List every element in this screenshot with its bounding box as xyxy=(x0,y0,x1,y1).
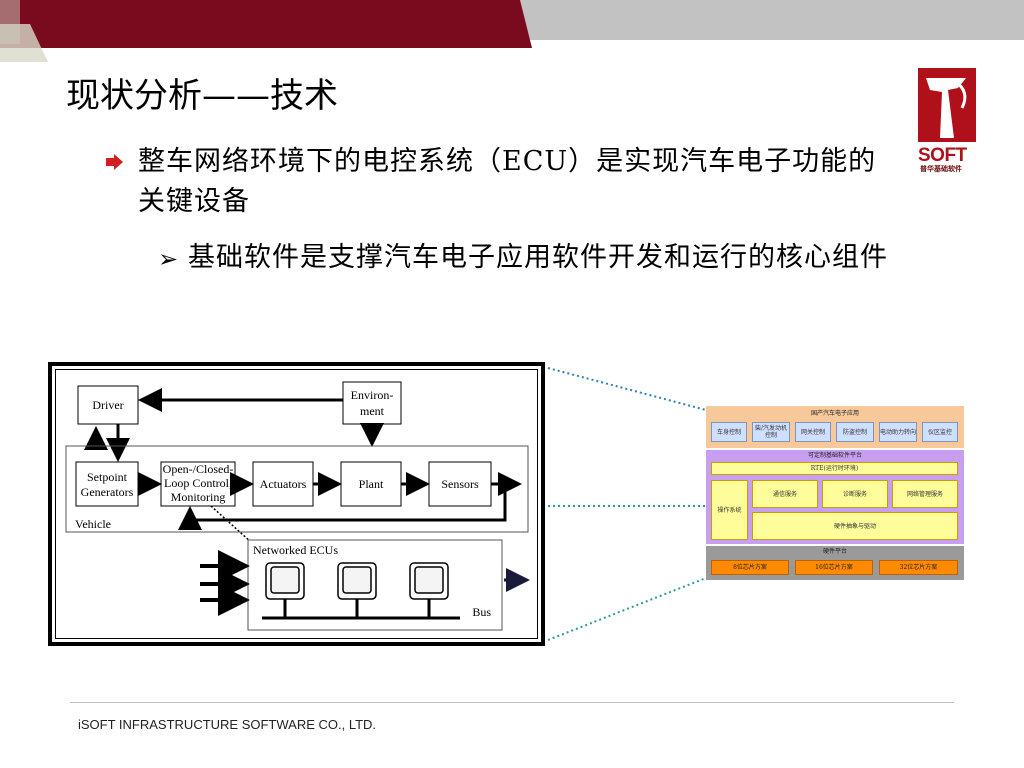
app-antitheft-control: 防盗控制 xyxy=(836,422,874,442)
bullet-level1: 整车网络环境下的电控系统（ECU）是实现汽车电子功能的关键设备 xyxy=(138,146,877,217)
control-box xyxy=(160,461,236,507)
netmgmt-service-box: 网络管理服务 xyxy=(892,480,958,508)
page-title: 现状分析——技术 xyxy=(66,76,338,116)
os-box: 操作系统 xyxy=(711,480,748,540)
app-layer-title: 国产汽车电子应用 xyxy=(810,410,859,417)
svg-text:Setpoint: Setpoint xyxy=(87,470,128,484)
app-eps: 电动助力转向 xyxy=(879,422,917,442)
svg-text:Plant: Plant xyxy=(359,477,384,491)
hardware-layer-title: 硬件平台 xyxy=(822,548,847,555)
bullet-chevron-icon: ➢ xyxy=(158,245,179,273)
chip-32bit: 32位芯片方案 xyxy=(879,560,958,575)
ecu-diagram-inner xyxy=(55,369,538,639)
app-gateway-control: 网关控制 xyxy=(795,422,831,442)
bullet-level2: 基础软件是支撑汽车电子应用软件开发和运行的核心组件 xyxy=(188,242,888,273)
logo-subtitle: 普华基础软件 xyxy=(920,165,962,173)
chip-8bit: 8位芯片方案 xyxy=(711,560,789,575)
hal-box: 硬件抽象与驱动 xyxy=(752,512,958,540)
rte-box: RTE(运行时环境) xyxy=(711,462,958,475)
ecu-icons xyxy=(265,562,449,600)
sensors-box xyxy=(428,461,492,507)
driver-box xyxy=(77,385,139,425)
vehicle-label: Vehicle xyxy=(75,517,111,531)
svg-text:Actuators: Actuators xyxy=(260,477,307,491)
connector-top xyxy=(547,367,707,411)
svg-text:Generators: Generators xyxy=(81,485,134,499)
header-decoration xyxy=(0,0,532,62)
app-body-control: 车身控制 xyxy=(711,422,747,442)
chip-16bit: 16位芯片方案 xyxy=(795,560,873,575)
environment-label-1: Environ- xyxy=(351,388,394,402)
diag-service-box: 诊断服务 xyxy=(822,480,888,508)
platform-layer-title: 可定制基础软件平台 xyxy=(807,452,862,459)
bullet-arrow-icon xyxy=(106,154,123,170)
bus-label: Bus xyxy=(472,605,491,619)
svg-text:Monitoring: Monitoring xyxy=(171,490,226,504)
logo-text: SOFT xyxy=(918,145,967,166)
app-cluster-monitor: 仪区监控 xyxy=(922,422,958,442)
actuators-box xyxy=(252,461,314,507)
footer-company: iSOFT INFRASTRUCTURE SOFTWARE CO., LTD. xyxy=(78,717,377,732)
driver-label: Driver xyxy=(92,398,123,412)
vehicle-box xyxy=(65,445,529,533)
app-layer xyxy=(706,406,964,448)
svg-text:Open-/Closed-: Open-/Closed- xyxy=(163,462,234,476)
setpoint-box xyxy=(75,461,139,507)
isoft-logo xyxy=(918,68,976,142)
svg-text:Loop Control,: Loop Control, xyxy=(164,476,232,490)
feedback-loop xyxy=(178,484,507,530)
connector-bottom xyxy=(547,577,707,641)
environment-label-2: ment xyxy=(360,404,385,418)
svg-text:Sensors: Sensors xyxy=(441,477,479,491)
ecu-diagram-frame xyxy=(48,362,545,646)
comm-service-box: 通信服务 xyxy=(752,480,818,508)
environment-box xyxy=(342,381,402,425)
app-engine-control: 柴/汽发动机控制 xyxy=(752,422,790,442)
footer-divider xyxy=(70,702,954,703)
networked-label: Networked ECUs xyxy=(253,543,338,557)
